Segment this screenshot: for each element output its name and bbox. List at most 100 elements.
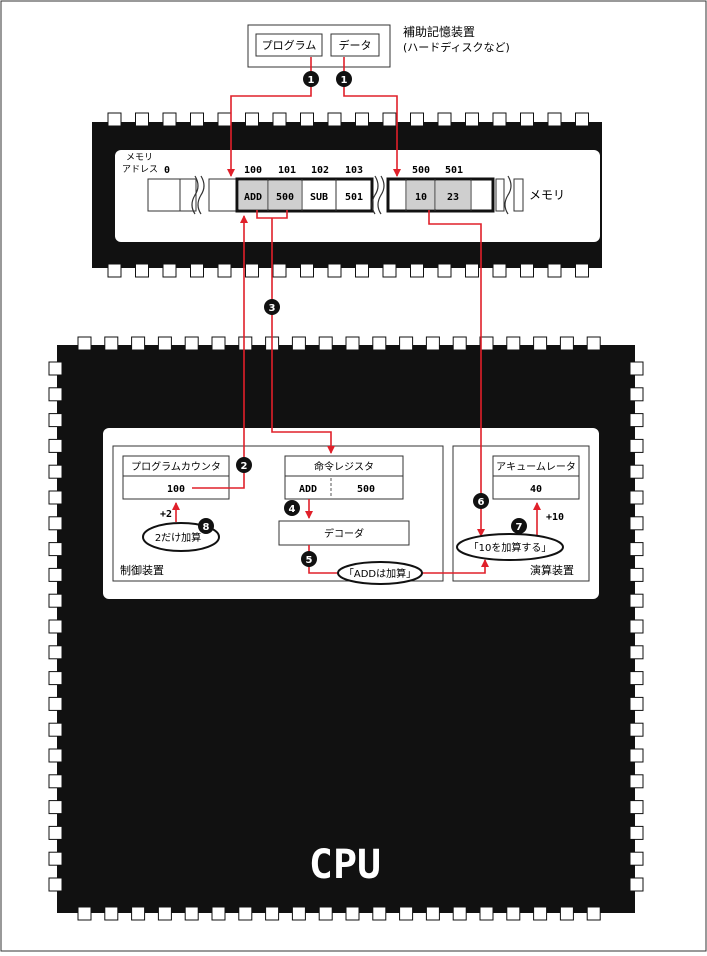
chip-pin [300,263,314,278]
chip-pin [162,112,177,127]
alu-label: 演算装置 [530,563,574,577]
alu-action-text: 「10を加算する」 [469,541,552,554]
memory-program-block [235,177,374,213]
storage-data-box [330,33,380,57]
chip-pin [629,516,644,531]
memory-address: 101 [278,165,296,176]
chip-pin [48,542,63,557]
chip-pin [629,464,644,479]
memory-cell-value: 23 [447,192,459,203]
memory-address: 100 [244,165,262,176]
step-markers: 1 1 2 3 4 5 6 7 8 [198,71,527,567]
chip-pin [410,112,424,127]
memory-omission-mark [377,175,385,215]
chip-pin [318,336,333,351]
chip-pin [48,464,63,479]
chip-pin [48,619,63,634]
chip-pin [520,263,534,278]
memory-omission-mark [371,175,379,215]
chip-pin [135,263,149,278]
memory-cell [147,178,181,212]
step-marker [264,299,280,315]
storage-program-box [255,33,323,57]
storage-title: 補助記憶装置 [403,24,475,39]
instruction-register-operand: 500 [357,484,375,495]
memory-chip: メモリ アドレス 0 ADD 500 SUB 501 10 23 [92,112,602,278]
chip-pin [629,361,644,376]
storage-subtitle: (ハードディスクなど) [403,40,510,54]
chip-pin [629,800,644,815]
chip-pin [629,438,644,453]
memory-cell-value: 500 [276,192,294,203]
chip-pin [48,696,63,711]
chip-pin [272,263,287,278]
step-number: 1 [341,75,348,86]
memory-cell [208,178,238,212]
memory-cell-value: 501 [345,192,363,203]
chip-pin [48,877,63,892]
memory-cell-500 [407,181,435,209]
cpu-chip: 制御装置 プログラムカウンタ 100 命令レジスタ ADD 500 デコーダ 演… [48,336,644,921]
chip-pin [345,336,360,351]
chip-pin [48,800,63,815]
chip-pin [48,567,63,582]
memory-cell-101 [269,181,301,209]
chip-pin [410,263,424,278]
cpu-title: CPU [309,842,381,888]
chip-pin [425,906,440,921]
memory-cell-value: ADD [244,192,262,203]
chip-pin [629,645,644,660]
chip-pin [506,336,521,351]
memory-cell-501 [436,181,470,209]
chip-pin [48,748,63,763]
cpu-pins-left [48,361,63,892]
chip-pin [107,112,122,127]
chip-pin [157,906,172,921]
memory-address: 500 [412,165,430,176]
chip-pin [465,263,479,278]
chip-pin [48,387,63,402]
chip-pin [452,906,467,921]
storage-device: プログラム データ 補助記憶装置 (ハードディスクなど) [247,24,510,68]
chip-pin [452,336,467,351]
step-marker [303,71,319,87]
chip-pin [211,906,226,921]
chip-pin [629,696,644,711]
chip-pin [629,722,644,737]
chip-pin [629,413,644,428]
chip-pin [355,112,369,127]
chip-pin [104,906,119,921]
step-number: 6 [478,497,485,508]
chip-pin [382,112,397,127]
chip-pin [629,593,644,608]
chip-pin [399,906,414,921]
chip-pin [629,774,644,789]
memory-pins-top [107,112,589,127]
chip-pin [48,825,63,840]
memory-omission-mark [197,175,205,215]
memory-address: 501 [445,165,463,176]
chip-pin [245,263,259,278]
chip-pin [217,112,232,127]
memory-cell [179,178,197,212]
step-marker [336,71,352,87]
step-marker [236,457,252,473]
chip-pin [629,542,644,557]
chip-pin [48,490,63,505]
chip-pin [48,851,63,866]
memory-address: 102 [311,165,329,176]
chip-pin [77,906,92,921]
accumulator-value-box [492,475,580,500]
chip-pin [629,490,644,505]
chip-pin [48,722,63,737]
chip-pin [479,336,494,351]
chip-pin [372,336,387,351]
instruction-register-value-box [284,475,404,500]
memory-cell [513,178,524,212]
memory-cell [495,178,505,212]
chip-pin [107,263,122,278]
chip-pin [48,361,63,376]
accumulator-label: アキュームレータ [496,461,576,473]
